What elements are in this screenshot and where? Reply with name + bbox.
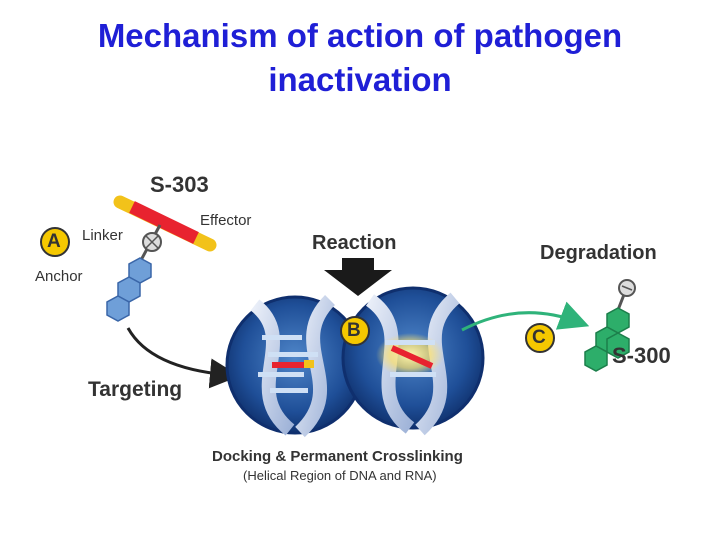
s303-anchor-rings <box>106 257 152 322</box>
title-line-1: Mechanism of action of pathogen <box>97 17 623 54</box>
linker-symbol <box>138 224 162 263</box>
s300-product <box>584 279 636 372</box>
badge-b-letter: B <box>347 320 361 341</box>
degradation-arrow <box>461 301 590 332</box>
slide-title: Mechanism of action of pathogen inactiva… <box>0 14 720 102</box>
badge-b <box>340 316 370 346</box>
degradation-label: Degradation <box>540 242 657 264</box>
badge-c <box>525 323 555 353</box>
targeting-arrow <box>126 327 240 389</box>
title-line-2: inactivation <box>268 61 452 98</box>
anchor-label: Anchor <box>35 268 83 285</box>
reaction-arrow <box>324 258 392 296</box>
targeting-label: Targeting <box>88 378 183 401</box>
caption-main: Docking & Permanent Crosslinking <box>212 448 463 465</box>
s300-label: S-300 <box>612 343 671 368</box>
s303-label: S-303 <box>150 172 209 197</box>
s303-effector-rod <box>113 195 217 252</box>
effector-label: Effector <box>200 212 252 229</box>
badge-a <box>40 227 70 257</box>
dna-helix-crosslinked <box>341 286 485 436</box>
badge-c-letter: C <box>532 327 546 348</box>
badge-a-letter: A <box>47 231 61 252</box>
caption-sub: (Helical Region of DNA and RNA) <box>243 468 437 483</box>
reaction-label: Reaction <box>312 232 397 254</box>
dna-helix-docking <box>225 295 365 438</box>
linker-label: Linker <box>82 227 123 244</box>
